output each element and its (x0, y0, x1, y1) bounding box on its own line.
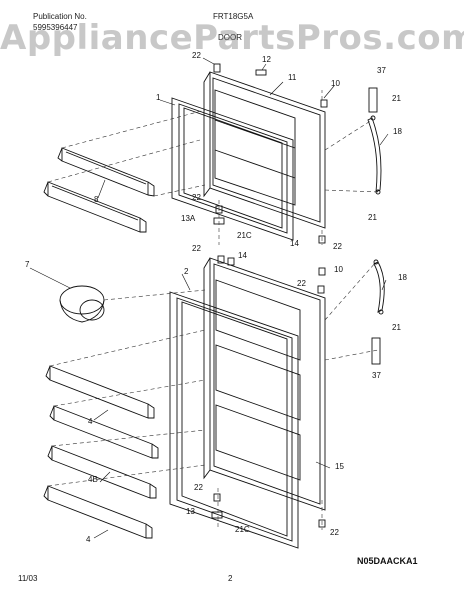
callout-label: 4B (88, 475, 98, 484)
callout-label: 4 (86, 535, 91, 544)
callout-label: 11 (288, 73, 297, 82)
callout-label: 22 (192, 193, 201, 202)
footer-date: 11/03 (18, 574, 38, 583)
callout-label: 21C (235, 525, 250, 534)
callout-label: 22 (194, 483, 203, 492)
publication-label: Publication No. (33, 12, 87, 21)
callout-labels: 22 12 11 10 37 21 1 18 8 22 13A 21C 21 2… (25, 51, 407, 544)
callout-label: 8 (94, 195, 99, 204)
freezer-door-shelf (43, 181, 147, 233)
callout-leaders (29, 57, 389, 539)
diagram-code: N05DAACKA1 (357, 556, 418, 566)
model-number: FRT18G5A (213, 12, 254, 21)
page-number: 2 (228, 574, 233, 583)
callout-label: 18 (398, 273, 407, 282)
callout-label: 22 (330, 528, 339, 537)
hinge-and-plug-hardware (211, 63, 328, 528)
watermark: AppliancePartsPros.com (0, 18, 464, 58)
callout-label: 15 (335, 462, 344, 471)
projection-lines (47, 90, 379, 530)
callout-label: 22 (192, 244, 201, 253)
callout-label: 1 (156, 93, 161, 102)
callout-label: 37 (372, 371, 381, 380)
callout-label: 21 (368, 213, 377, 222)
callout-label: 18 (393, 127, 402, 136)
callout-label: 13 (186, 507, 195, 516)
callout-label: 22 (192, 51, 201, 60)
fresh-food-door-shelf (49, 405, 159, 459)
callout-label: 22 (297, 279, 306, 288)
callout-label: 14 (290, 239, 299, 248)
fresh-food-door-shelf (43, 485, 153, 539)
callout-label: 21C (237, 231, 252, 240)
callout-label: 37 (377, 66, 386, 75)
freezer-door-shelf (57, 147, 155, 197)
freezer-door-panel (203, 71, 326, 229)
callout-label: 10 (334, 265, 343, 274)
publication-number: 5995396447 (33, 23, 78, 32)
callout-label: 10 (331, 79, 340, 88)
callout-label: 22 (333, 242, 342, 251)
callout-label: 14 (238, 251, 247, 260)
section-title: DOOR (218, 33, 242, 42)
callout-label: 21 (392, 94, 401, 103)
fresh-food-door-panel (203, 257, 326, 511)
callout-label: 13A (181, 214, 196, 223)
fresh-food-door-handle (371, 259, 385, 365)
callout-label: 4 (88, 417, 93, 426)
callout-label: 7 (25, 260, 30, 269)
freezer-door-gasket (171, 97, 294, 241)
callout-label: 2 (184, 267, 189, 276)
callout-label: 21 (392, 323, 401, 332)
fresh-food-door-shelf (45, 365, 155, 419)
fresh-food-door-gasket (169, 291, 299, 549)
callout-label: 12 (262, 55, 271, 64)
butter-bin (59, 285, 105, 323)
freezer-door-handle (367, 87, 382, 195)
fresh-food-door-shelf (47, 445, 157, 499)
